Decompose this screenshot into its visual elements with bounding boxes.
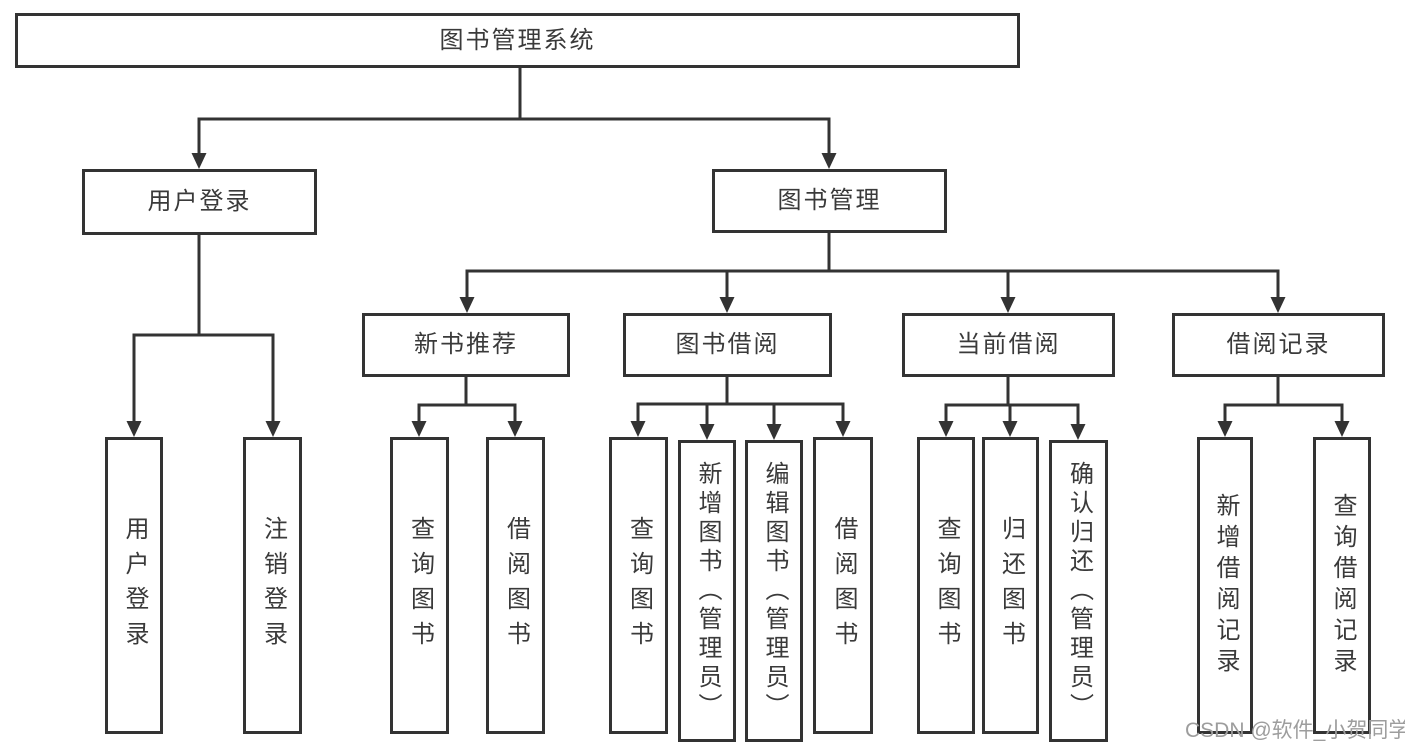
csdn-watermark: CSDN @软件_小贺同学 bbox=[1185, 719, 1405, 742]
node-new-book-recommend: 新书推荐 bbox=[362, 313, 570, 377]
node-borrow-records: 借阅记录 bbox=[1172, 313, 1385, 377]
leaf-borrow-edit-books-admin: 编辑图书（管理员） bbox=[745, 440, 803, 742]
node-current-borrow: 当前借阅 bbox=[902, 313, 1115, 377]
leaf-current-return-books: 归还图书 bbox=[982, 437, 1039, 734]
leaf-logout: 注销登录 bbox=[243, 437, 302, 734]
leaf-user-login: 用户登录 bbox=[105, 437, 163, 734]
leaf-records-query-record: 查询借阅记录 bbox=[1313, 437, 1371, 734]
leaf-borrow-borrow-books: 借阅图书 bbox=[813, 437, 873, 734]
leaf-newbook-query-books: 查询图书 bbox=[390, 437, 449, 734]
leaf-current-confirm-return-admin: 确认归还（管理员） bbox=[1049, 440, 1108, 742]
leaf-records-add-record: 新增借阅记录 bbox=[1197, 437, 1253, 734]
node-user-login: 用户登录 bbox=[82, 169, 317, 235]
leaf-borrow-query-books: 查询图书 bbox=[609, 437, 668, 734]
node-book-borrow: 图书借阅 bbox=[623, 313, 832, 377]
leaf-borrow-add-books-admin: 新增图书（管理员） bbox=[678, 440, 736, 742]
node-root: 图书管理系统 bbox=[15, 13, 1020, 68]
leaf-current-query-books: 查询图书 bbox=[917, 437, 975, 734]
node-book-management: 图书管理 bbox=[712, 169, 947, 233]
leaf-newbook-borrow-books: 借阅图书 bbox=[486, 437, 545, 734]
